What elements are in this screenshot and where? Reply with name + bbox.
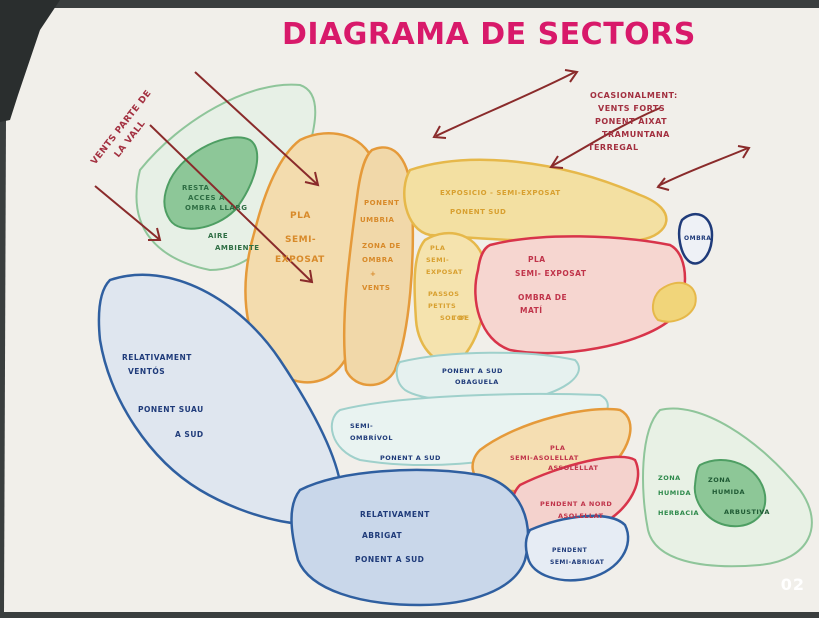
red-sector-ombra-de-mati [474, 235, 687, 355]
green-right-inner-2: HUMIDA [712, 488, 745, 496]
semi-ombria-1: SEMI- [350, 422, 373, 430]
ponent-umbria-2: UMBRIA [360, 216, 394, 224]
green-right-outer-1: ZONA [658, 474, 681, 482]
ombra-label: OMBRA [684, 235, 711, 242]
arrow-head-mid [549, 155, 564, 169]
arrow-head-top-a [564, 69, 579, 83]
pla-semi-exposat-2: SEMI- [285, 235, 316, 245]
arrow-head-2 [299, 269, 314, 284]
arrow-head-top-b [432, 125, 447, 139]
green-right-inner-1: ZONA [708, 476, 731, 484]
arrow-head-right-b [656, 177, 670, 191]
red-pla-1: PLA [528, 255, 546, 264]
ponent-umbria-6: VENTS [362, 284, 390, 292]
pendent-2: ASOLELLAT [558, 512, 604, 520]
wind-arrows [94, 69, 751, 284]
shadow-corner [0, 0, 60, 122]
green-right-outer-2: HUMIDA [658, 489, 691, 497]
pla-small-4: PASSOS [428, 290, 459, 298]
ponent-umbria-1: PONENT [364, 199, 399, 207]
rel-abrigat-2: ABRIGAT [362, 531, 402, 540]
ponent-umbria-4: OMBRA [362, 256, 394, 264]
arrow-double-top [435, 71, 576, 137]
green-left-inner-2: ACCES A [188, 194, 225, 202]
green-left-inner-3: OMBRA LLARG [185, 204, 247, 212]
rel-ventos-4: A SUD [175, 430, 204, 439]
pla-small-6: SOL DE [440, 314, 469, 322]
arrow-double-right [657, 147, 749, 187]
semi-assol-2: PLA [550, 444, 565, 452]
top-right-text-1: OCASIONALMENT: [590, 91, 678, 100]
green-left-inner-1: RESTA [182, 184, 209, 192]
arrow-head-right-a [737, 145, 751, 159]
arrow-head-3 [148, 227, 162, 241]
semi-assol-1: SEMI-ASOLELLAT [510, 454, 579, 462]
rel-abrigat-1: RELATIVAMENT [360, 510, 430, 519]
top-right-text-5: TERREGAL [588, 143, 639, 152]
semi-ombria-3: PONENT A SUD [380, 454, 441, 462]
semi-ombria-2: OMBRÍVOL [350, 433, 393, 442]
green-left-outer-2: AMBIENTE [215, 244, 260, 252]
rel-ventos-1: RELATIVAMENT [122, 353, 192, 362]
blue-small-1: PENDENT [552, 547, 588, 554]
pendent-1: PENDENT A NORD [540, 500, 612, 508]
red-pla-2: SEMI- EXPOSAT [515, 269, 587, 278]
top-right-text-2: VENTS FORTS [598, 104, 665, 113]
red-pla-3: OMBRA DE [518, 293, 567, 302]
green-left-outer-1: AIRE [208, 232, 228, 240]
semi-assol-3: ASSOLELLAT [548, 464, 599, 472]
green-sector-right-inner [693, 459, 767, 528]
arrow-double-mid [551, 107, 661, 167]
blue-sector-small-bottom [524, 514, 630, 582]
arrow-wind-3 [94, 185, 161, 241]
arrow-wind-2 [149, 124, 313, 283]
pla-semi-exposat-1: PLA [290, 211, 311, 221]
green-right-outer-3: HERBACIA [658, 509, 699, 517]
pla-small-5: PETITS [428, 302, 456, 310]
pla-small-1: PLA [430, 244, 445, 252]
pla-small-3: EXPOSAT [426, 268, 463, 276]
arrow-wind-1 [194, 71, 319, 186]
green-right-inner-3: ARBUSTIVA [724, 508, 770, 516]
rel-ventos-2: VENTÓS [128, 367, 165, 376]
top-right-text-4: TRAMUNTANA [602, 130, 670, 139]
yellow-blob-right [652, 281, 697, 323]
blue-sector-relativament-abrigat [290, 468, 530, 607]
red-pla-4: MATÍ [520, 306, 543, 315]
diagram-title: DIAGRAMA DE SECTORS [282, 17, 696, 52]
obaga-1: PONENT A SUD [442, 367, 503, 375]
top-yellow-1: EXPOSICIO - SEMI-EXPOSAT [440, 189, 561, 197]
arrow-head-1 [304, 171, 320, 187]
top-right-text-3: PONENT AIXAT [595, 117, 667, 126]
pla-semi-exposat-3: EXPOSAT [275, 255, 325, 265]
rel-abrigat-3: PONENT A SUD [355, 555, 424, 564]
blue-small-2: SEMI-ABRIGAT [550, 559, 605, 566]
ponent-umbria-5: + [370, 270, 376, 278]
navy-sector-ombra [678, 212, 714, 265]
obaga-2: OBAGUELA [455, 378, 499, 386]
sector-labels: VENTS PARTE DE LA VALL OCASIONALMENT: VE… [89, 88, 769, 566]
top-yellow-2: PONENT SUD [450, 208, 506, 216]
rel-ventos-3: PONENT SUAU [138, 405, 204, 414]
ponent-umbria-3: ZONA DE [362, 242, 401, 250]
pla-small-2: SEMI- [426, 256, 449, 264]
pla-small-7: TOT [452, 314, 468, 322]
page-number-badge: 02 [780, 575, 805, 594]
